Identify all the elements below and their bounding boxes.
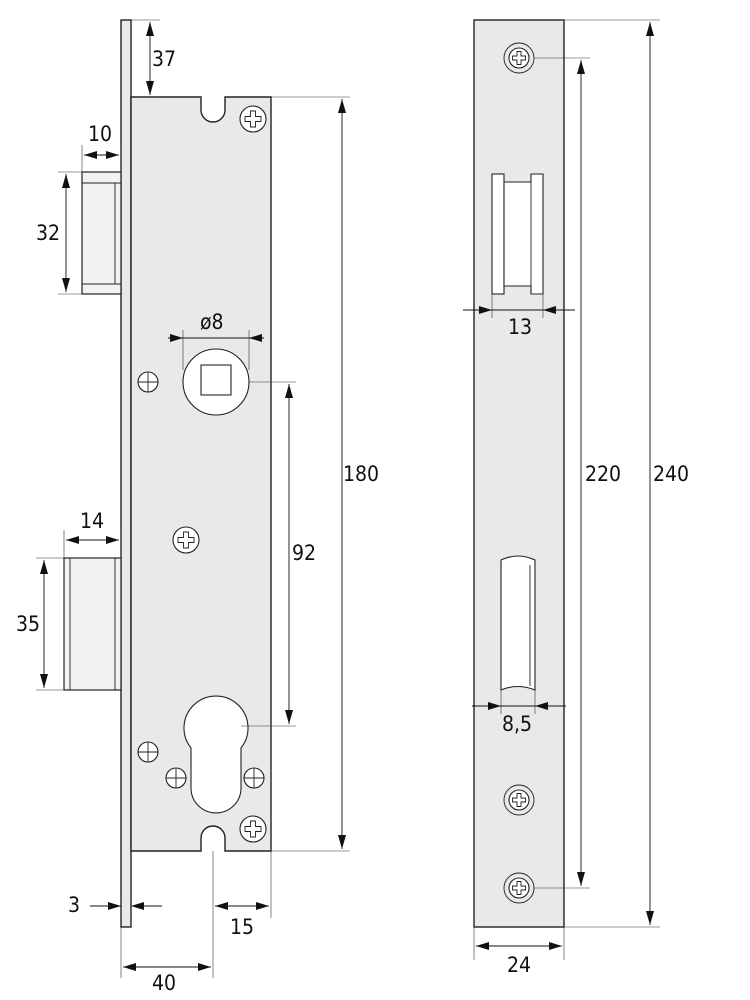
middle-screw-icon xyxy=(172,526,200,554)
bottom-screw-icon xyxy=(239,815,267,843)
dim-8-label: ø8 xyxy=(200,310,224,334)
dim-240-label: 240 xyxy=(653,462,689,486)
faceplate-bottom-screw-icon xyxy=(508,877,530,899)
dim-180-label: 180 xyxy=(343,462,379,486)
faceplate-front xyxy=(473,19,565,928)
latch-slot-profile xyxy=(503,173,544,295)
faceplate-middle-screw-icon xyxy=(508,789,530,811)
top-screw-icon xyxy=(239,105,267,133)
dim-3-label: 3 xyxy=(68,893,80,917)
lock-body-side-view xyxy=(63,19,272,928)
cylinder-hole-left-icon xyxy=(165,767,187,789)
dim-10-label: 10 xyxy=(88,122,112,146)
faceplate-strip xyxy=(120,19,132,928)
dim-220-label: 220 xyxy=(585,462,621,486)
cylinder-cutout xyxy=(183,695,249,814)
dim-13-label: 13 xyxy=(508,315,532,339)
upper-mounting-hole-icon xyxy=(137,371,159,393)
dim-40-label: 40 xyxy=(152,971,176,995)
dim-14-label: 14 xyxy=(80,509,104,533)
left-dimensions: 37 10 32 ø8 180 92 xyxy=(16,19,379,995)
dim-24-label: 24 xyxy=(507,953,531,977)
lower-mounting-hole-icon xyxy=(137,741,159,763)
faceplate-top-screw-icon xyxy=(508,47,530,69)
spindle-square xyxy=(200,364,232,396)
latch-slot xyxy=(491,173,505,295)
latch-bolt xyxy=(81,171,122,295)
right-dimensions: 13 8,5 220 240 24 xyxy=(463,19,689,977)
dim-37-label: 37 xyxy=(152,47,176,71)
dim-8-5-label: 8,5 xyxy=(502,712,532,736)
cylinder-hole-right-icon xyxy=(243,767,265,789)
faceplate-front-view xyxy=(473,19,565,928)
dim-35-label: 35 xyxy=(16,612,40,636)
dim-15-label: 15 xyxy=(230,915,254,939)
dead-bolt xyxy=(63,557,122,691)
dim-32-label: 32 xyxy=(36,221,60,245)
dim-92-label: 92 xyxy=(292,541,316,565)
